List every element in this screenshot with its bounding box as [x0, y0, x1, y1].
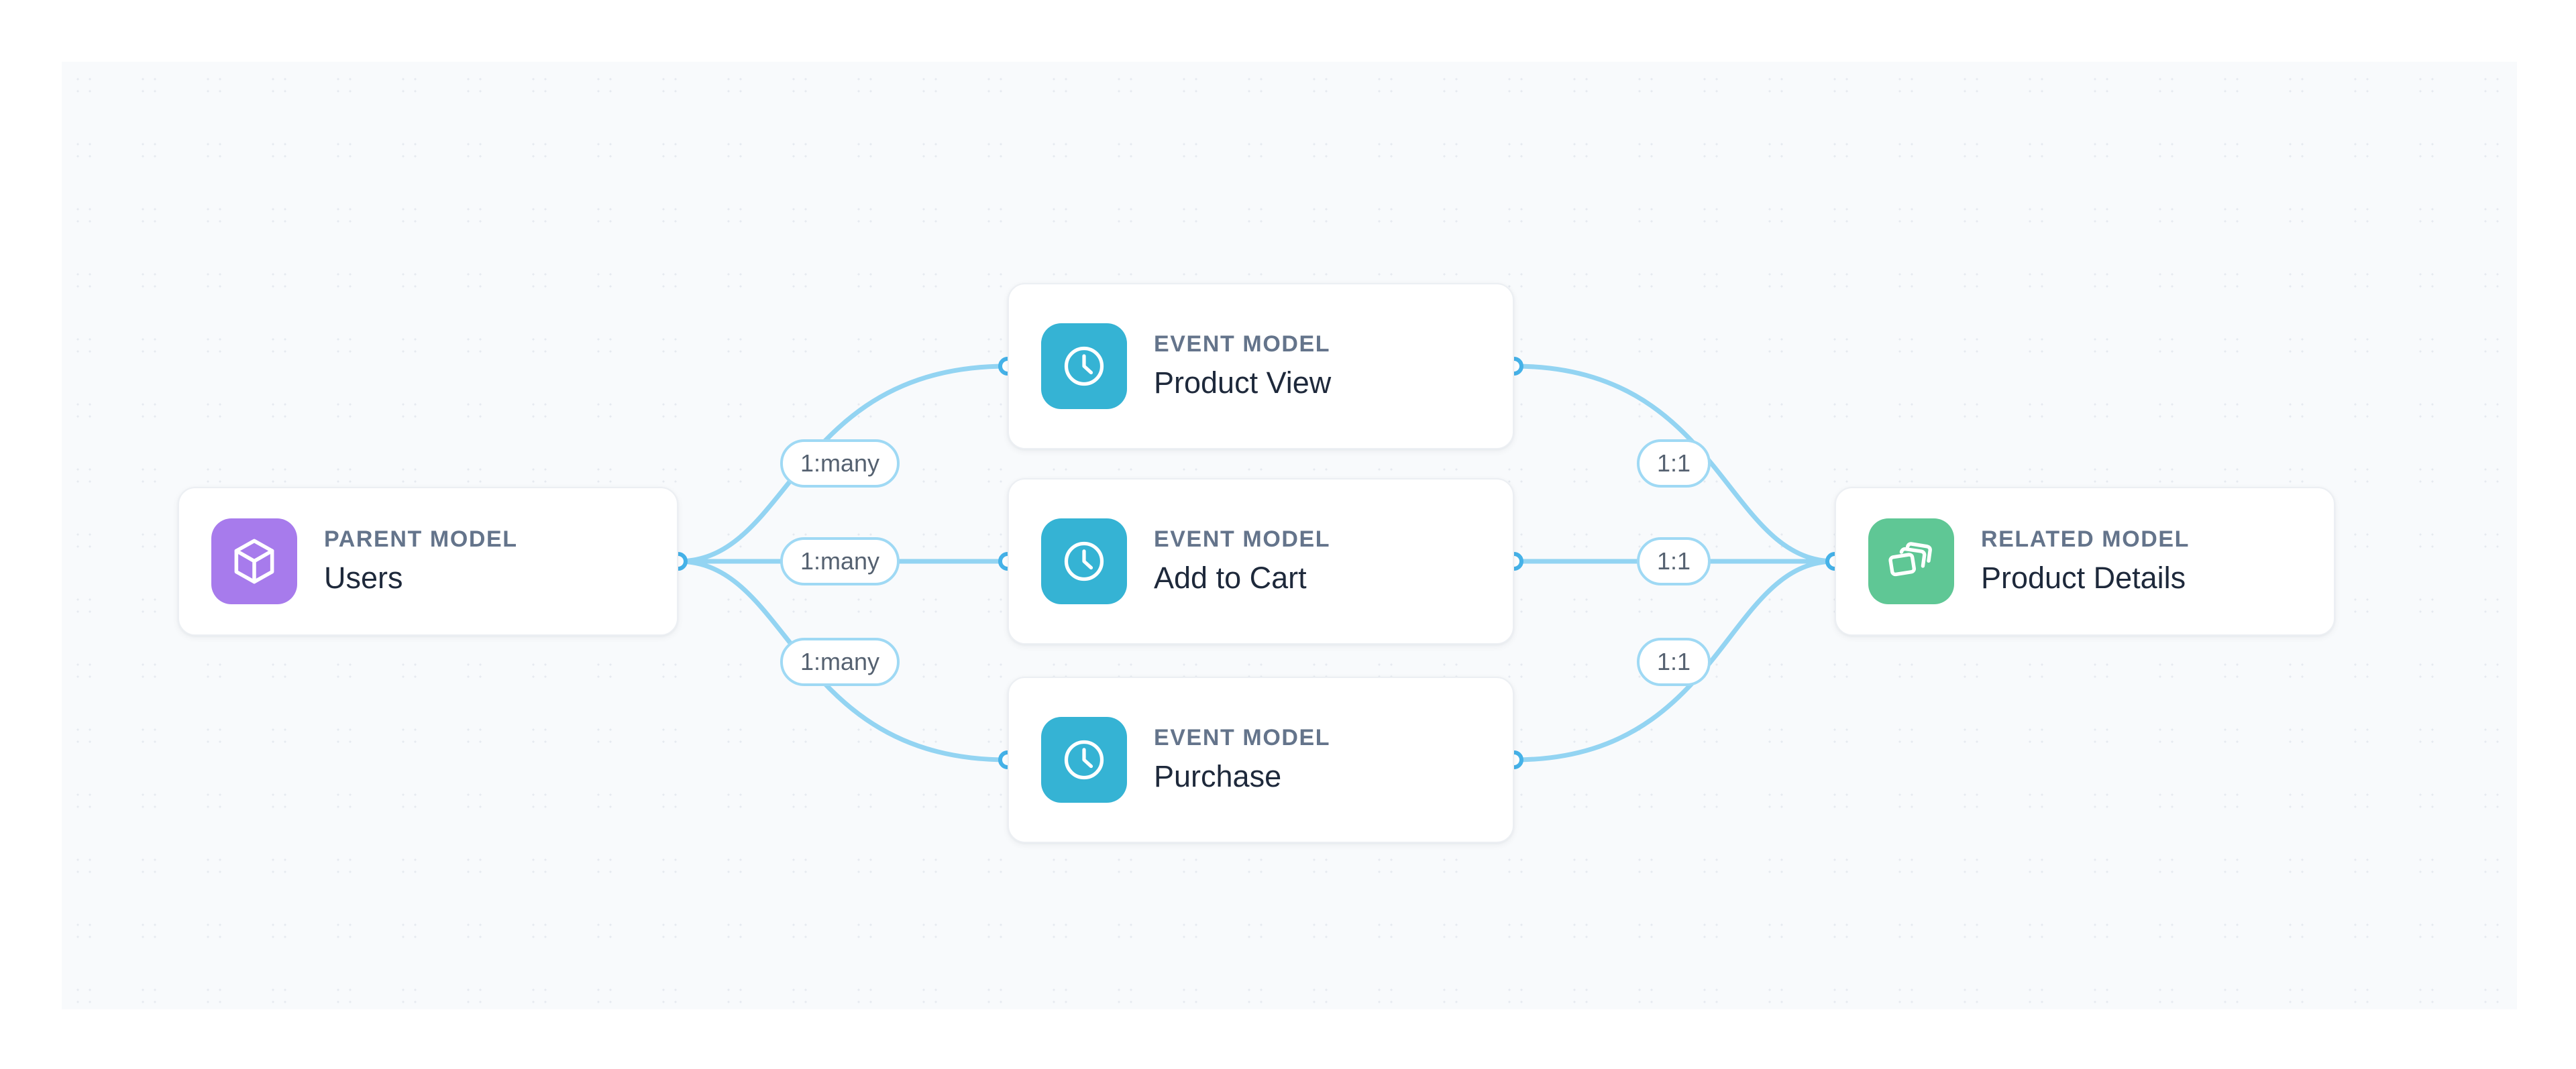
- relation-label: 1:1: [1657, 449, 1691, 477]
- relation-badge-add-to-cart-product-details[interactable]: 1:1: [1637, 537, 1711, 585]
- relation-label: 1:1: [1657, 648, 1691, 675]
- relation-label: 1:many: [800, 648, 880, 675]
- relation-label: 1:many: [800, 547, 880, 575]
- node-kind-label: EVENT MODEL: [1154, 526, 1331, 552]
- relation-badge-product-view-product-details[interactable]: 1:1: [1637, 439, 1711, 488]
- node-kind-label: RELATED MODEL: [1981, 526, 2190, 552]
- clock-icon: [1041, 717, 1127, 803]
- node-event-product-view[interactable]: EVENT MODEL Product View: [1008, 283, 1514, 449]
- node-event-add-to-cart[interactable]: EVENT MODEL Add to Cart: [1008, 478, 1514, 644]
- node-title: Product View: [1154, 365, 1332, 400]
- node-kind-label: EVENT MODEL: [1154, 724, 1331, 750]
- relation-label: 1:1: [1657, 547, 1691, 575]
- node-event-text: EVENT MODEL Add to Cart: [1154, 525, 1330, 598]
- node-title: Add to Cart: [1154, 560, 1307, 595]
- node-title: Users: [324, 560, 403, 595]
- node-parent-users[interactable]: PARENT MODEL Users: [178, 487, 678, 636]
- cube-icon: [211, 518, 297, 604]
- relation-badge-purchase-product-details[interactable]: 1:1: [1637, 638, 1711, 686]
- node-parent-text: PARENT MODEL Users: [324, 525, 518, 598]
- relation-badge-users-purchase[interactable]: 1:many: [780, 638, 900, 686]
- relation-label: 1:many: [800, 449, 880, 477]
- node-title: Purchase: [1154, 758, 1282, 793]
- relation-badge-users-add-to-cart[interactable]: 1:many: [780, 537, 900, 585]
- clock-icon: [1041, 323, 1127, 409]
- node-event-purchase[interactable]: EVENT MODEL Purchase: [1008, 677, 1514, 843]
- clock-icon: [1041, 518, 1127, 604]
- node-title: Product Details: [1981, 560, 2186, 595]
- layers-icon: [1868, 518, 1954, 604]
- relation-badge-users-product-view[interactable]: 1:many: [780, 439, 900, 488]
- node-related-text: RELATED MODEL Product Details: [1981, 525, 2190, 598]
- node-event-text: EVENT MODEL Product View: [1154, 330, 1331, 402]
- node-event-text: EVENT MODEL Purchase: [1154, 724, 1330, 796]
- node-kind-label: EVENT MODEL: [1154, 331, 1331, 357]
- node-related-product-details[interactable]: RELATED MODEL Product Details: [1835, 487, 2335, 636]
- node-kind-label: PARENT MODEL: [324, 526, 518, 552]
